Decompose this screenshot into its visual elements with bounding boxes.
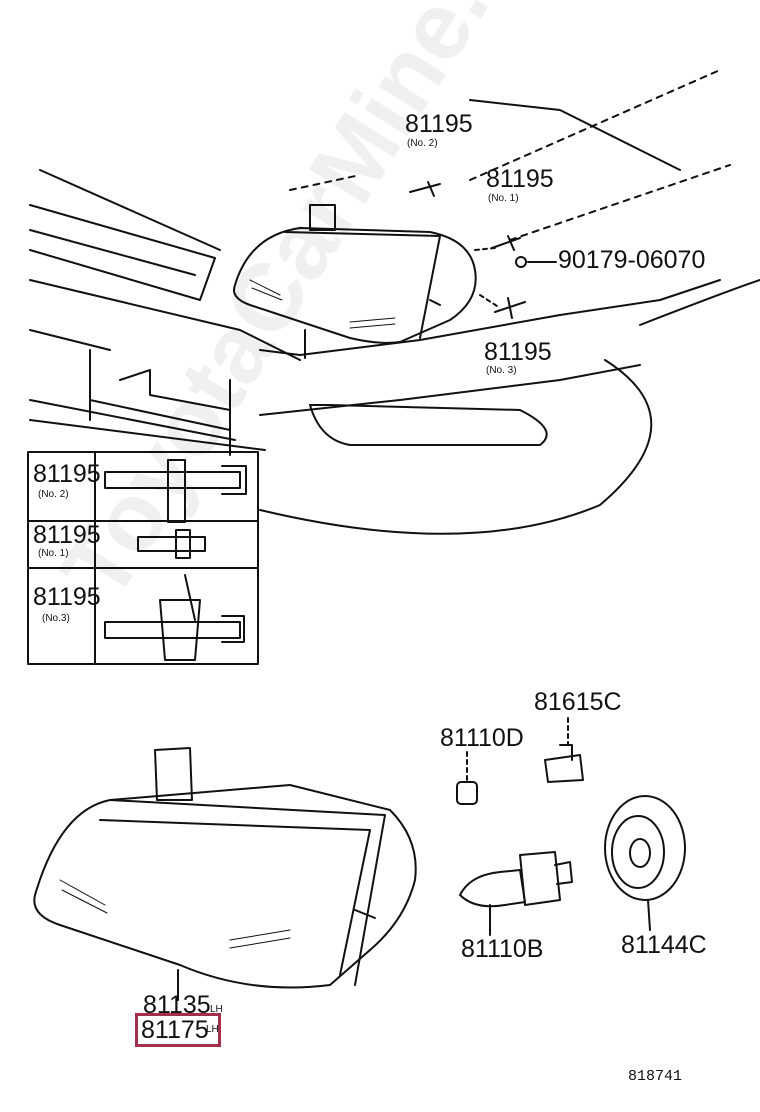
label-81110D: 81110D — [440, 724, 524, 752]
inset-label-no2-sub: (No. 2) — [38, 489, 69, 500]
label-81195-no3: 81195 — [484, 338, 552, 366]
clip-90179 — [515, 256, 557, 268]
label-81615C: 81615C — [534, 688, 622, 716]
screw-no1-upper — [474, 235, 521, 251]
inset-label-no1: 81195 — [33, 521, 101, 549]
socket-81615C — [544, 717, 584, 783]
headlamp-lower — [33, 747, 417, 1001]
inset-label-no3: 81195 — [33, 583, 101, 611]
label-81195-no3-sub: (No. 3) — [486, 365, 517, 376]
label-90179-06070: 90179-06070 — [558, 246, 706, 274]
screw-no3-upper — [479, 294, 526, 319]
label-81175: 81175 — [141, 1016, 209, 1044]
cover-81144C — [604, 795, 686, 931]
label-81175-lh: LH — [206, 1024, 219, 1035]
label-81195-no2-sub: (No. 2) — [407, 138, 438, 149]
inset-label-no1-sub: (No. 1) — [38, 548, 69, 559]
diagram-reference-number: 818741 — [628, 1068, 683, 1085]
car-body-outline — [29, 69, 760, 535]
inset-label-no2: 81195 — [33, 460, 101, 488]
fastener-inset-table — [27, 451, 259, 665]
inset-label-no3-sub: (No.3) — [42, 613, 70, 624]
label-81144C: 81144C — [621, 931, 707, 959]
label-81195-no2: 81195 — [405, 110, 473, 138]
label-81195-no1: 81195 — [486, 165, 554, 193]
screw-no2-upper — [409, 181, 441, 197]
part-highlight-box — [135, 1013, 221, 1047]
label-81110B: 81110B — [461, 935, 544, 963]
bulb-81110B — [459, 851, 573, 936]
bulb-81110D — [456, 751, 478, 805]
label-81195-no1-sub: (No. 1) — [488, 193, 519, 204]
headlamp-upper — [233, 204, 477, 359]
label-81135-lh: LH — [210, 1004, 223, 1015]
